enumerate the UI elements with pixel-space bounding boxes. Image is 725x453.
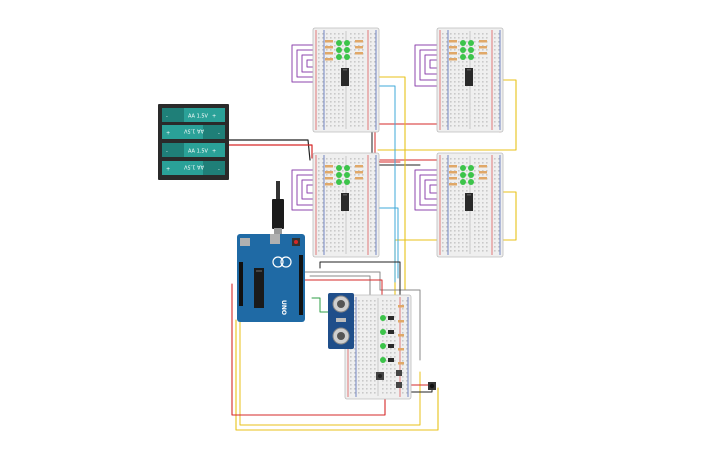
wire-battery-red bbox=[227, 144, 313, 159]
svg-text:-: - bbox=[166, 149, 168, 155]
svg-text:-: - bbox=[166, 114, 168, 120]
svg-text:+: + bbox=[212, 149, 216, 155]
battery-cell-2: AA 1.5V + - bbox=[162, 125, 225, 139]
wire-battery-black bbox=[227, 139, 311, 161]
arduino-board-label: UNO bbox=[280, 300, 287, 315]
wire-blue-2 bbox=[377, 207, 399, 279]
arduino-uno: UNO bbox=[237, 234, 305, 322]
wire-gray-1 bbox=[299, 271, 421, 361]
svg-text:-: - bbox=[218, 167, 220, 173]
wire-blue-1 bbox=[377, 85, 396, 283]
ultrasonic-sensor bbox=[328, 293, 354, 349]
svg-text:+: + bbox=[212, 114, 216, 120]
usb-cable bbox=[272, 181, 284, 234]
wire-yellow-2 bbox=[377, 79, 517, 151]
bottom-bb-components bbox=[376, 305, 404, 388]
battery-pack: AA 1.5V - + AA 1.5V + - AA 1.5V - + AA 1… bbox=[158, 104, 229, 180]
battery-cell-4: AA 1.5V + - bbox=[162, 161, 225, 175]
battery-cell-3: AA 1.5V - + bbox=[162, 143, 225, 157]
wire-yellow-1 bbox=[377, 76, 406, 291]
wire-bb3-to-bb4-red bbox=[379, 155, 441, 161]
battery-cell-label: AA 1.5V bbox=[183, 164, 204, 170]
svg-text:+: + bbox=[166, 167, 170, 173]
wire-yellow-bottom-2 bbox=[239, 309, 421, 426]
wire-yellow-bottom bbox=[235, 319, 439, 431]
pushbutton bbox=[428, 382, 436, 390]
svg-text:+: + bbox=[166, 131, 170, 137]
battery-cell-label: AA 1.5V bbox=[188, 149, 209, 155]
battery-cell-label: AA 1.5V bbox=[183, 128, 204, 134]
wire-black-bottom bbox=[319, 261, 401, 301]
battery-cell-label: AA 1.5V bbox=[188, 114, 209, 120]
wire-gray-2 bbox=[309, 275, 371, 301]
svg-text:-: - bbox=[218, 131, 220, 137]
battery-cell-1: AA 1.5V - + bbox=[162, 108, 225, 122]
wire-green-1 bbox=[311, 297, 333, 313]
